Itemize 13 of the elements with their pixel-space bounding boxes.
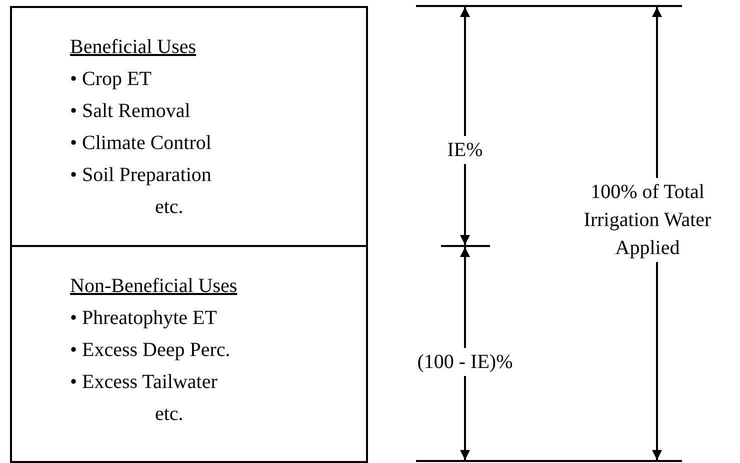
section-heading: Beneficial Uses: [70, 36, 196, 58]
list-note: etc.: [155, 196, 184, 218]
section-heading: Non-Beneficial Uses: [70, 275, 238, 297]
bullet-item: • Climate Control: [70, 132, 212, 154]
list-note: etc.: [155, 403, 184, 425]
bullet-item: • Excess Deep Perc.: [70, 339, 230, 361]
bullet-item: • Salt Removal: [70, 100, 190, 122]
bullet-item: • Soil Preparation: [70, 164, 212, 186]
bullet-item: • Phreatophyte ET: [70, 307, 217, 329]
category-box: [10, 245, 368, 463]
category-box: [10, 6, 368, 247]
bullet-item: • Excess Tailwater: [70, 371, 218, 393]
bullet-item: • Crop ET: [70, 68, 152, 90]
